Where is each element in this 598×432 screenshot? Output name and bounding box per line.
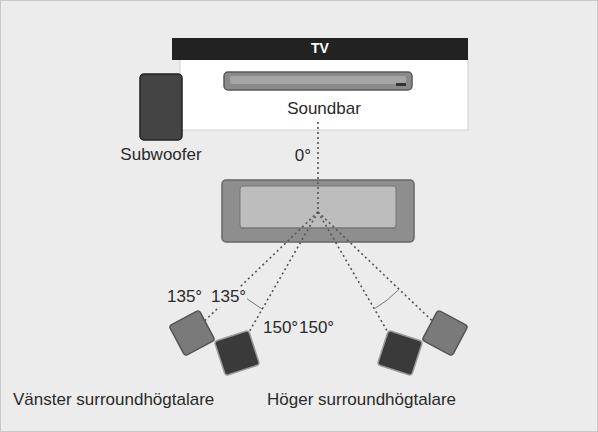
right-surround-speaker bbox=[377, 330, 422, 375]
angle-label: 135° bbox=[166, 287, 203, 307]
soundbar-box: Soundbar bbox=[180, 58, 468, 130]
sofa-seam bbox=[240, 228, 396, 229]
speaker-label: Vänster surroundhögtalare bbox=[12, 390, 215, 410]
angle-line bbox=[317, 122, 319, 212]
angle-label: 150° bbox=[298, 318, 335, 338]
tv-area bbox=[180, 58, 468, 130]
angle-label: 135° bbox=[210, 287, 247, 307]
subwoofer-node: Subwoofer bbox=[100, 74, 222, 166]
angle-label: 150° bbox=[262, 318, 299, 338]
node-text: Soundbar bbox=[287, 98, 361, 119]
angle-line bbox=[318, 212, 445, 333]
angle-lines bbox=[192, 122, 445, 353]
angle-line bbox=[192, 212, 318, 333]
tv-bar: TV bbox=[172, 38, 468, 60]
soundbar-led bbox=[396, 83, 406, 86]
speaker-label: Höger surroundhögtalare bbox=[266, 390, 457, 410]
angle-arc bbox=[374, 289, 399, 309]
left-rear-speaker bbox=[169, 310, 215, 356]
right-rear-speaker bbox=[422, 310, 468, 356]
soundbar-body bbox=[224, 72, 412, 90]
soundbar-front bbox=[230, 76, 406, 84]
node-text: Subwoofer bbox=[120, 144, 201, 165]
left-surround-speaker bbox=[214, 330, 259, 375]
node-text: TV bbox=[311, 39, 329, 57]
sofa-body bbox=[222, 180, 414, 242]
subwoofer-box bbox=[140, 74, 182, 140]
angle-label: 0° bbox=[294, 146, 312, 166]
